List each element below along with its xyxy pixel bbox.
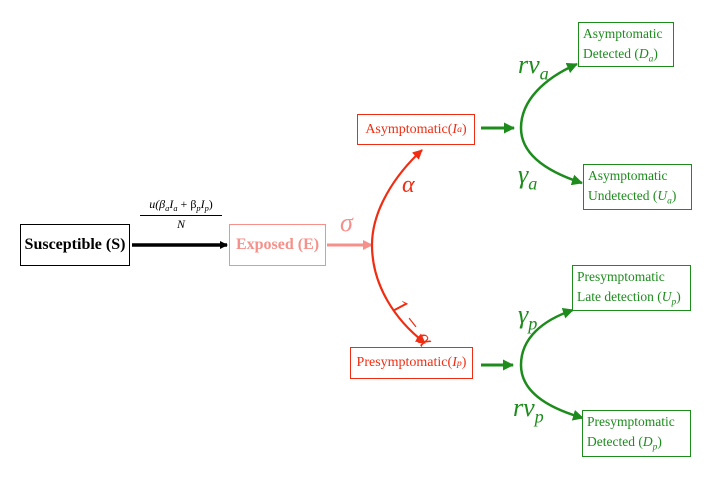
label-r-nu-a: rνa [518, 50, 549, 84]
node-asym-detected-sub: a [648, 54, 654, 65]
label-sigma: σ [340, 208, 353, 237]
node-asymptomatic-symbol: I [452, 121, 458, 137]
arrow-to-presym-detected [519, 364, 584, 421]
label-gamma-a: γa [518, 160, 538, 194]
node-presymptomatic-label: Presymptomatic [356, 355, 448, 370]
node-asym-undetected-line2: Undetected [588, 188, 653, 203]
label-alpha: α [402, 172, 415, 198]
node-presym-late-sub: p [671, 297, 677, 308]
infection-rate-denominator: N [176, 216, 185, 231]
node-presym-detected-line1: Presymptomatic [587, 414, 675, 429]
node-asym-undetected: Asymptomatic Undetected (Ua) [583, 164, 692, 210]
arrow-to-presymptomatic [370, 244, 426, 344]
node-presym-detected: Presymptomatic Detected (Dp) [582, 410, 691, 457]
infection-rate-numerator: u(βaIa + βpIp) [140, 197, 222, 216]
node-susceptible-label: Susceptible (S) [24, 236, 126, 253]
node-presym-late-line2: Late detection [577, 289, 658, 304]
node-asym-detected-symbol: D [638, 46, 649, 61]
node-asym-detected: Asymptomatic Detected (Da) [578, 22, 674, 67]
node-presym-detected-symbol: D [642, 434, 653, 449]
arrow-to-asymptomatic [370, 149, 423, 246]
node-presymptomatic-sub: p [456, 357, 462, 369]
node-exposed-label: Exposed (E) [235, 236, 320, 253]
infection-rate-label: u(βaIa + βpIp) N [140, 197, 222, 232]
node-exposed: Exposed (E) [229, 224, 326, 266]
label-gamma-p: γp [518, 300, 538, 334]
node-asym-undetected-line1: Asymptomatic [588, 168, 668, 183]
node-presym-late-line1: Presymptomatic [577, 269, 665, 284]
arrow-to-presym-late [519, 307, 574, 366]
node-presymptomatic-symbol: I [452, 355, 457, 370]
node-presym-detected-line2: Detected [587, 434, 639, 449]
node-asymptomatic-label: Asymptomatic [365, 121, 448, 137]
node-presym-late: Presymptomatic Late detection (Up) [572, 265, 691, 311]
arrow-to-asym-detected [519, 62, 578, 129]
node-asym-undetected-symbol: U [657, 188, 668, 203]
label-r-nu-p: rνp [513, 393, 544, 427]
node-asym-detected-line2: Detected [583, 46, 635, 61]
arrow-to-asym-undetected [519, 127, 583, 186]
node-asymptomatic-sub: a [457, 124, 462, 135]
node-asym-undetected-sub: a [667, 196, 672, 207]
node-presym-late-symbol: U [661, 289, 672, 304]
node-presym-detected-sub: p [652, 442, 658, 453]
node-susceptible: Susceptible (S) [20, 224, 130, 266]
node-asym-detected-line1: Asymptomatic [583, 26, 663, 41]
